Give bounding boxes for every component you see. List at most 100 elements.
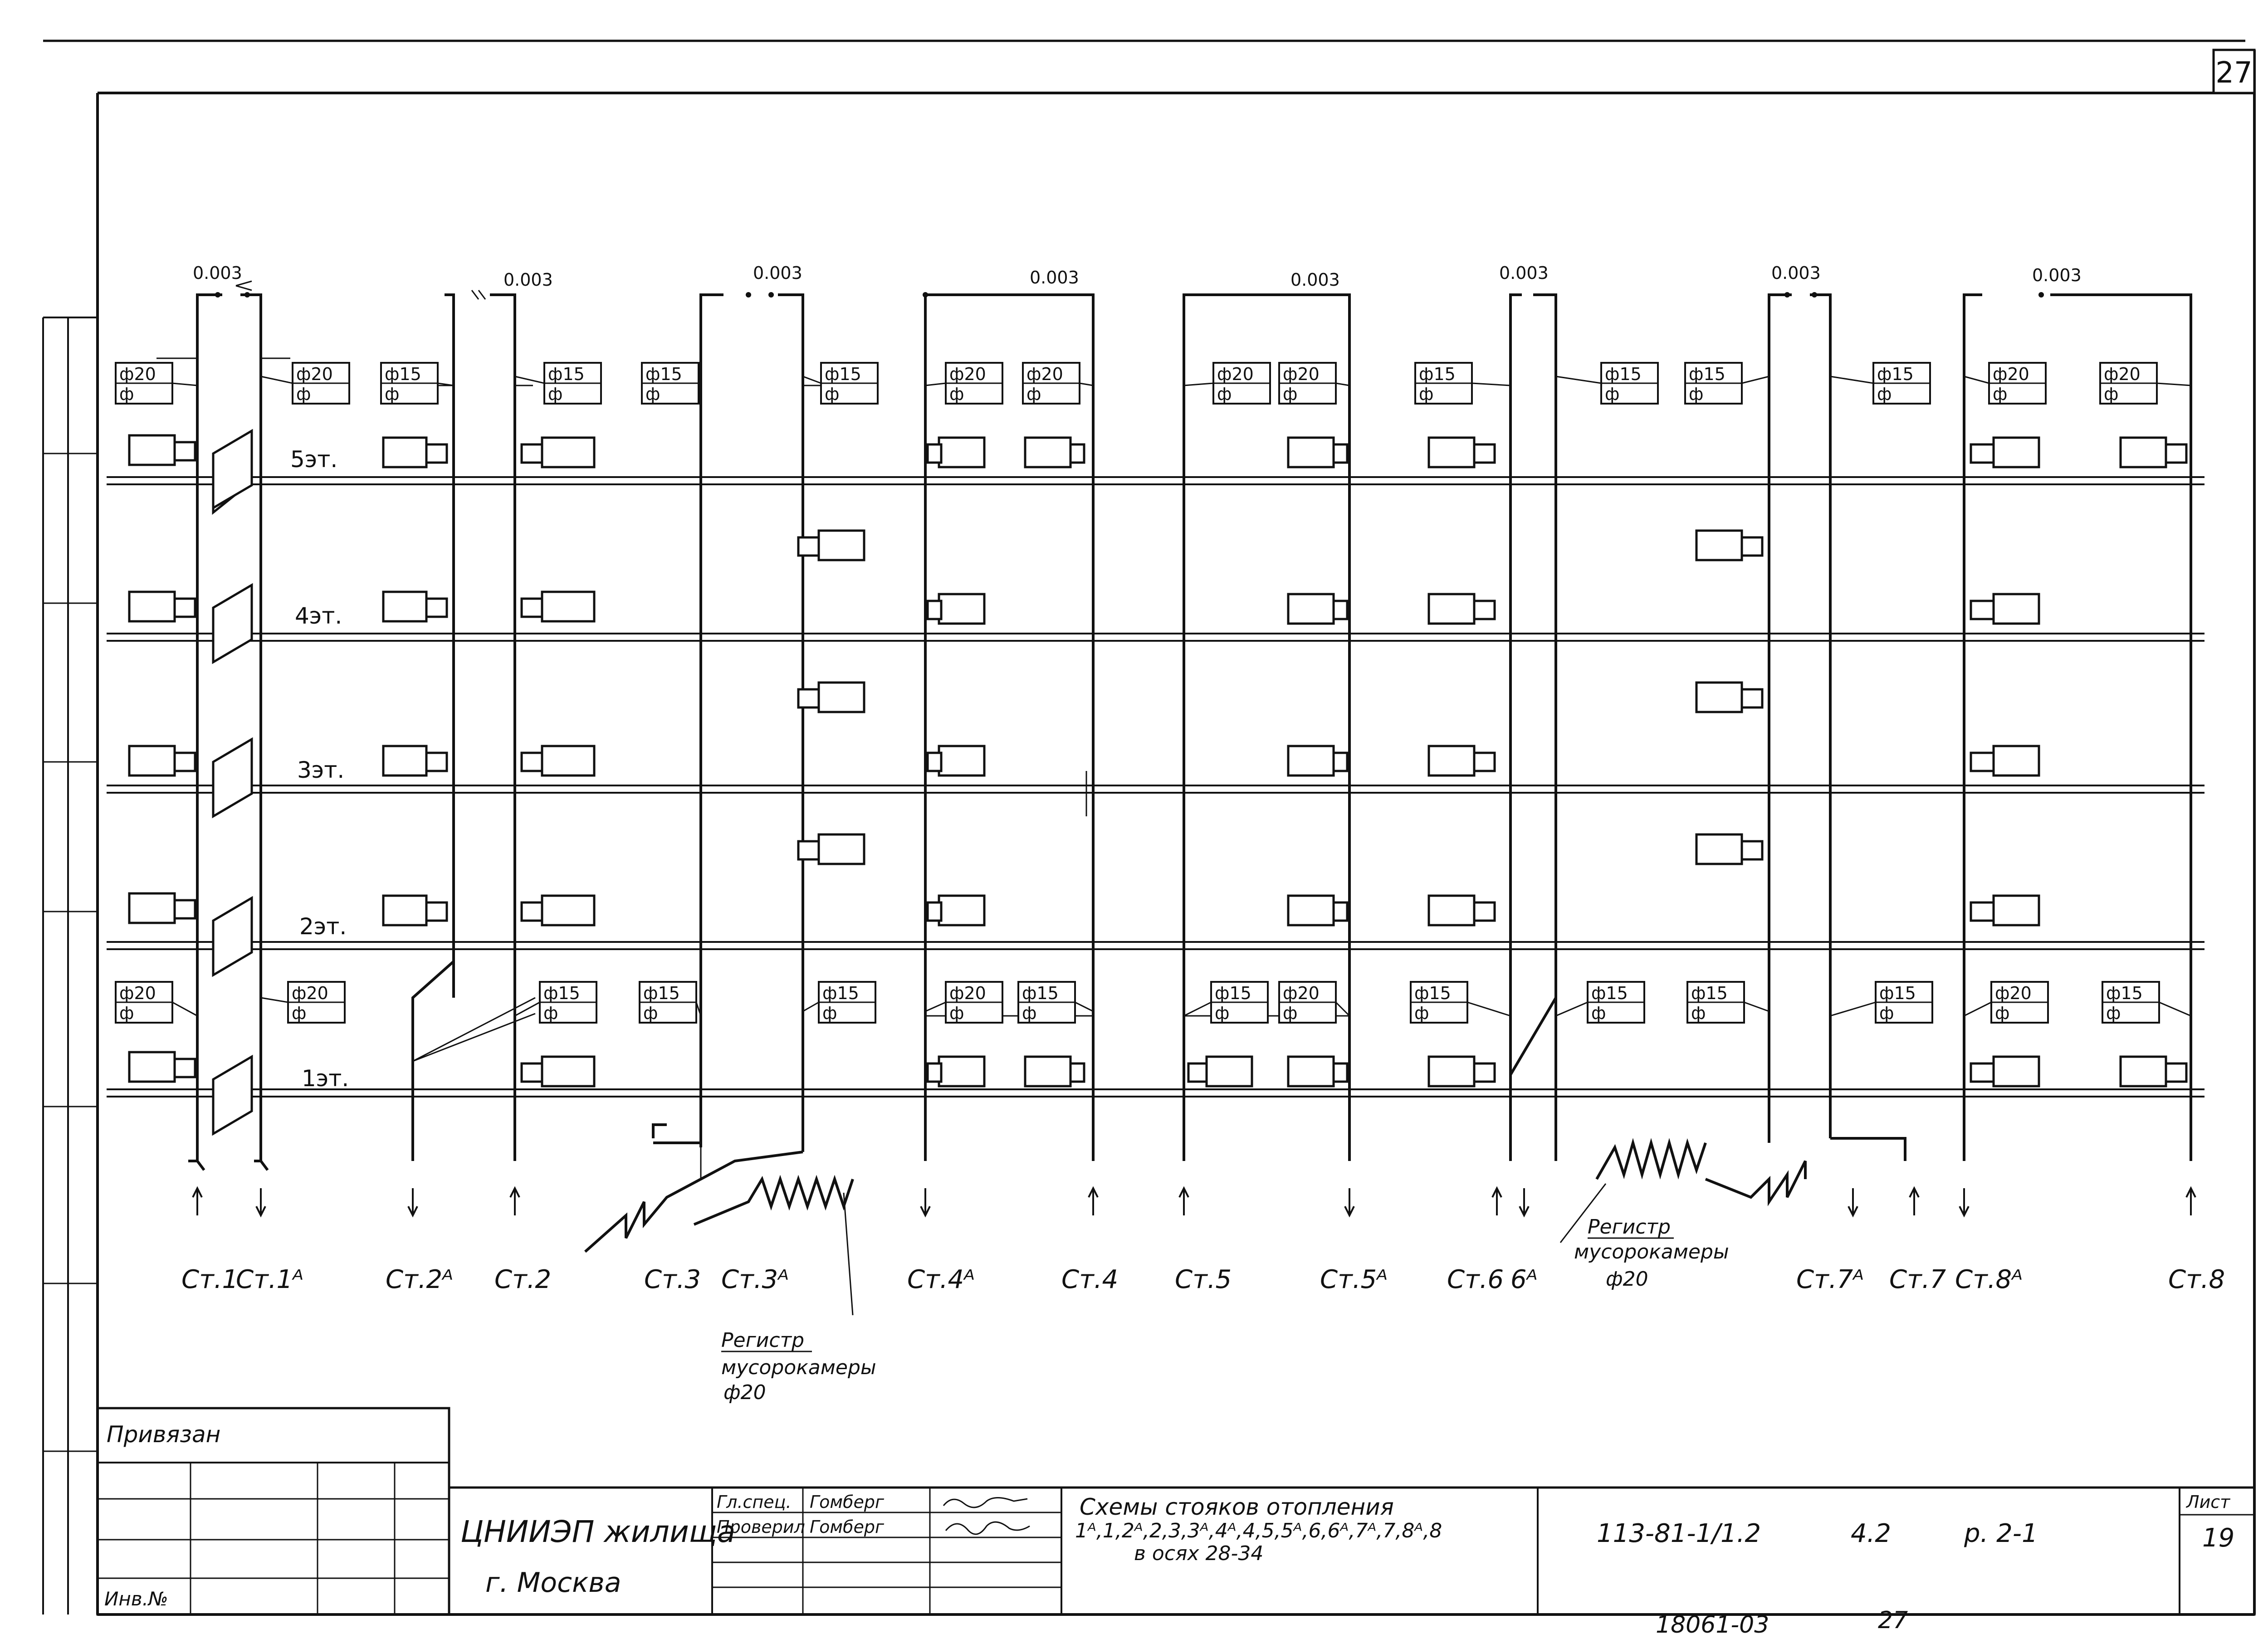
diameter-tag-sub: ф	[2104, 384, 2119, 404]
floor-label-5: 5эт.	[290, 446, 337, 473]
diameter-tag-value: ф15	[822, 983, 859, 1003]
riser-group-8	[1963, 292, 2192, 1161]
diameter-tag-value: ф20	[292, 983, 328, 1003]
diameter-tag-sub: ф	[119, 1003, 134, 1023]
diameter-tag-value: ф20	[2104, 364, 2141, 384]
register-label-right: Регистр мусорокамеры ф20	[1574, 1215, 1729, 1291]
riser-label: Ст.4	[1061, 1265, 1118, 1294]
diameter-tag-sub: ф	[292, 1003, 307, 1023]
slope-label: 0.003	[753, 263, 802, 283]
diameter-tag-value: ф20	[1993, 364, 2029, 384]
diameter-tag-sub: ф	[825, 384, 840, 404]
diameter-tag-value: ф20	[296, 364, 333, 384]
diameter-tag-sub: ф	[119, 384, 134, 404]
floor-label-1: 1эт.	[302, 1065, 349, 1092]
diameter-tag-value: ф15	[1877, 364, 1914, 384]
diameter-tag-value: ф20	[949, 983, 986, 1003]
riser-label: Ст.2ᴬ	[386, 1265, 453, 1294]
diameter-tag-value: ф20	[1283, 983, 1320, 1003]
drawing-title-risers: 1ᴬ,1,2ᴬ,2,3,3ᴬ,4ᴬ,4,5,5ᴬ,6,6ᴬ,7ᴬ,7,8ᴬ,8	[1075, 1519, 1442, 1542]
riser-label: Ст.6	[1447, 1265, 1504, 1294]
diameter-tag-value: ф15	[825, 364, 861, 384]
role-checked: Проверил	[717, 1517, 805, 1537]
diameter-tag-value: ф15	[1879, 983, 1916, 1003]
riser-label: Ст.5ᴬ	[1320, 1265, 1388, 1294]
diameter-tag-value: ф20	[1995, 983, 2032, 1003]
diameter-tag-sub: ф	[1419, 384, 1434, 404]
name-checked: Гомберг	[810, 1517, 885, 1537]
diameter-tags-bottom: ф20фф20фф15фф15фф15фф20фф15фф15фф20фф15ф…	[115, 981, 2191, 1024]
diameter-tag-sub: ф	[1283, 1003, 1298, 1023]
svg-text:Регистр: Регистр	[1588, 1215, 1671, 1239]
riser-label: Ст.8ᴬ	[1955, 1265, 2023, 1294]
footer-page: 27	[1878, 1607, 1908, 1634]
diameter-tag-sub: ф	[1691, 1003, 1706, 1023]
title-block	[96, 1407, 2256, 1616]
sheet-number: 27	[2215, 56, 2252, 90]
diameter-tag-sub: ф	[1022, 1003, 1037, 1023]
diameter-tag-value: ф20	[1283, 364, 1320, 384]
diameter-tag-sub: ф	[643, 1003, 658, 1023]
riser-label: Ст.7ᴬ	[1796, 1265, 1864, 1294]
diameter-tags-top: ф20фф20фф15фф15фф15фф15фф20фф20фф20фф20ф…	[115, 362, 2191, 405]
diameter-tag-sub: ф	[822, 1003, 837, 1023]
diameter-tag-value: ф15	[548, 364, 585, 384]
organization-name: ЦНИИЭП жилища	[460, 1514, 735, 1549]
diameter-tag-value: ф15	[645, 364, 682, 384]
diameter-tag-value: ф15	[643, 983, 680, 1003]
signature-2	[945, 1521, 1030, 1535]
svg-text:мусорокамеры: мусорокамеры	[1574, 1240, 1729, 1263]
riser-label: 6ᴬ	[1510, 1265, 1538, 1294]
privyazan-label: Привязан	[107, 1421, 220, 1448]
diameter-tag-sub: ф	[1689, 384, 1704, 404]
floor-label-2: 2эт.	[299, 913, 347, 940]
list-label: Лист	[2185, 1492, 2231, 1512]
slope-labels: 0.003 0.003 0.003 0.003 0.003 0.003 0.00…	[193, 263, 2082, 290]
riser-label: Ст.1ᴬ	[236, 1265, 303, 1294]
diameter-tag-value: ф20	[119, 983, 156, 1003]
riser-labels: Ст.1 Ст.1ᴬ Ст.2ᴬ Ст.2 Ст.3 Ст.3ᴬ Ст.4ᴬ С…	[181, 1265, 2225, 1294]
footer-stamp: 18061-03	[1656, 1611, 1769, 1634]
diameter-tag-sub: ф	[548, 384, 563, 404]
diameter-tag-sub: ф	[1591, 1003, 1606, 1023]
diameter-tag-sub: ф	[949, 384, 964, 404]
svg-text:Регистр: Регистр	[721, 1329, 804, 1352]
diameter-tag-value: ф15	[1689, 364, 1725, 384]
diameter-tag-sub: ф	[645, 384, 660, 404]
riser-label: Ст.8	[2168, 1265, 2225, 1294]
diameter-tag-value: ф15	[1414, 983, 1451, 1003]
diameter-tag-sub: ф	[1993, 384, 2008, 404]
riser-group-6	[1427, 293, 1557, 1161]
organization-city: г. Москва	[485, 1567, 621, 1599]
riser-label: Ст.3	[644, 1265, 701, 1294]
svg-text:ф20: ф20	[723, 1381, 766, 1404]
diameter-tag-sub: ф	[1215, 1003, 1230, 1023]
diameter-tag-sub: ф	[949, 1003, 964, 1023]
slope-label: 0.003	[1499, 263, 1549, 283]
register-label-left: Регистр мусорокамеры ф20	[721, 1329, 876, 1404]
riser-label: Ст.4ᴬ	[907, 1265, 975, 1294]
diameter-tag-value: ф20	[1217, 364, 1254, 384]
slope-label: 0.003	[1771, 263, 1821, 283]
list-number: 19	[2202, 1523, 2234, 1553]
